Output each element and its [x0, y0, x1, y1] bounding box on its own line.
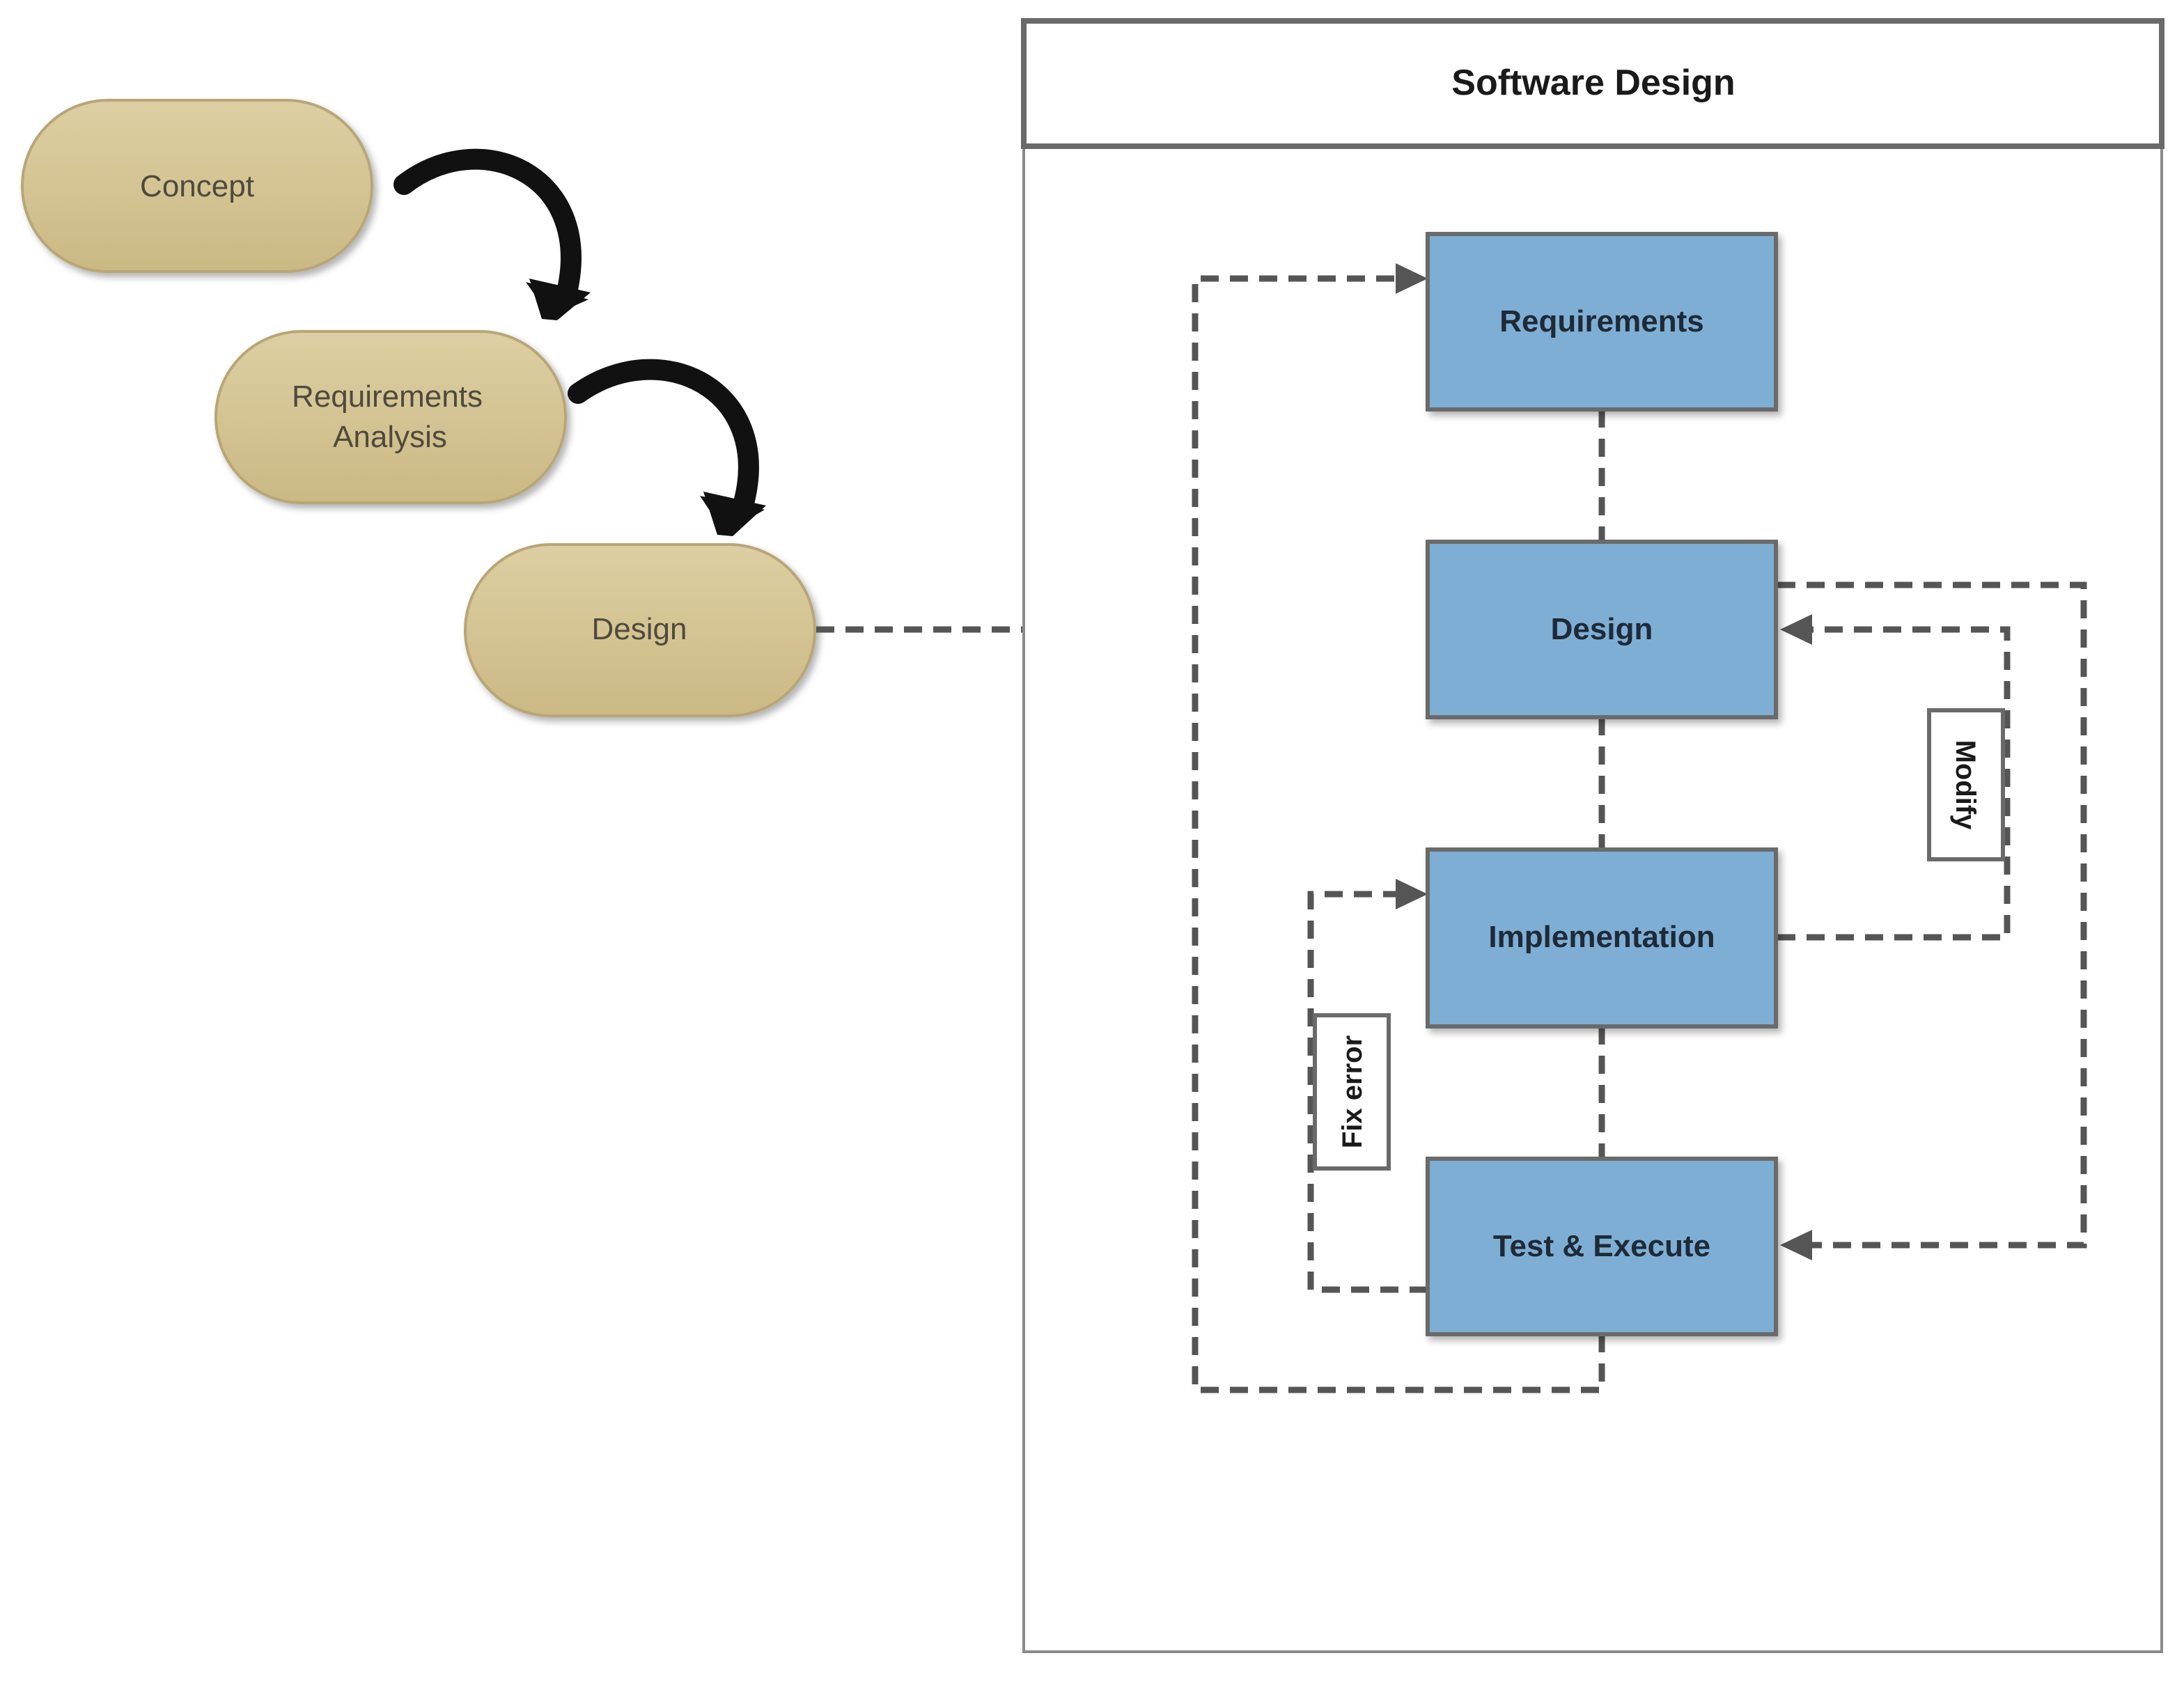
step-implementation-label: Implementation [1488, 920, 1715, 954]
phase-requirements-analysis-label-line2: Analysis [333, 420, 447, 454]
arrowhead-to-design [1780, 614, 1812, 645]
step-test-execute-label: Test & Execute [1493, 1229, 1710, 1263]
arrowhead-to-requirements [1396, 263, 1428, 294]
label-fix-error-text: Fix error [1337, 1035, 1368, 1148]
label-modify: Modify [1927, 708, 2005, 861]
curved-arrow-concept-to-requirements [393, 148, 591, 320]
loop-test-to-requirements [1192, 275, 1605, 1393]
phase-design: Design [464, 543, 816, 717]
arrowhead-to-implementation [1396, 879, 1428, 909]
arrowhead-to-test [1780, 1230, 1812, 1260]
phase-requirements-analysis: Requirements Analysis [214, 330, 567, 504]
step-requirements-label: Requirements [1499, 304, 1703, 338]
curved-arrow-requirements-to-design [568, 359, 766, 536]
phase-requirements-analysis-label-line1: Requirements [292, 380, 483, 414]
label-modify-text: Modify [1950, 740, 1981, 831]
step-test-execute: Test & Execute [1426, 1157, 1778, 1336]
step-implementation: Implementation [1426, 847, 1778, 1029]
step-design-label: Design [1551, 612, 1653, 646]
step-design: Design [1426, 540, 1778, 719]
loop-design-to-test [1777, 581, 2087, 1249]
panel-title: Software Design [1451, 63, 1735, 103]
phase-concept: Concept [21, 99, 373, 273]
step-requirements: Requirements [1426, 232, 1778, 412]
loop-modify [1777, 626, 2011, 941]
phase-design-label: Design [592, 612, 687, 646]
label-fix-error: Fix error [1313, 1013, 1391, 1171]
phase-concept-label: Concept [140, 169, 254, 203]
loop-fix-error [1307, 891, 1428, 1293]
